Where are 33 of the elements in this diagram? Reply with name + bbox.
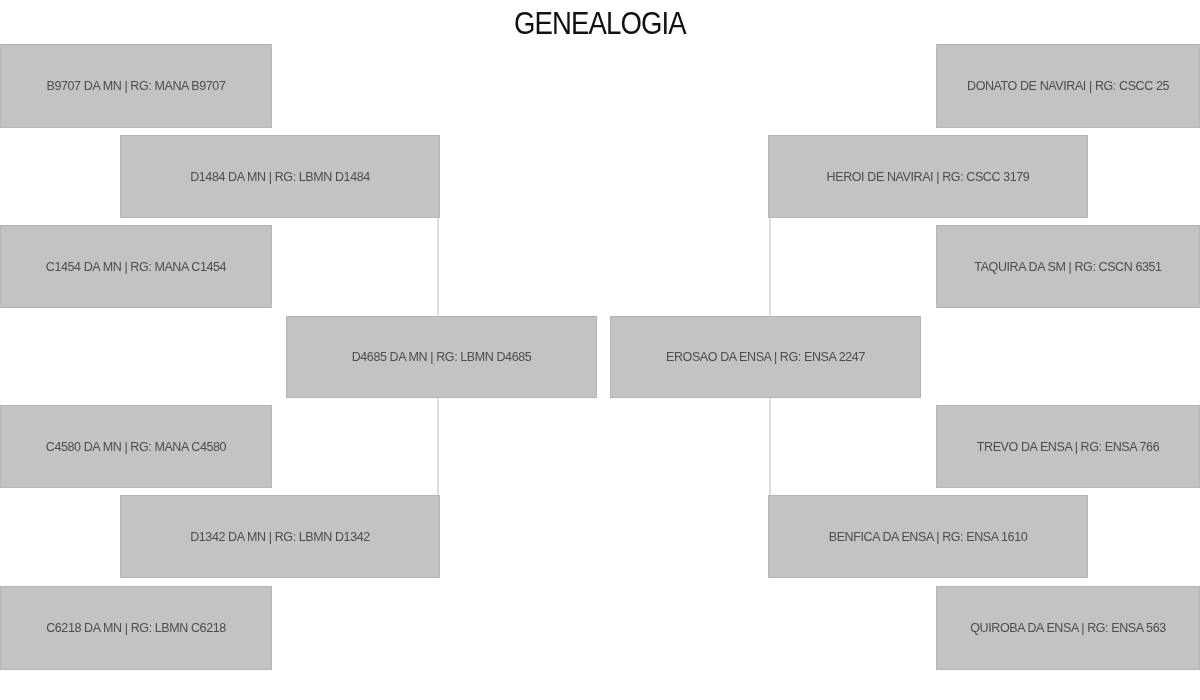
animal-label: EROSAO DA ENSA | RG: ENSA 2247: [666, 350, 865, 364]
animal-label: TREVO DA ENSA | RG: ENSA 766: [976, 439, 1160, 454]
pedigree-box: [0, 586, 272, 670]
connector-line: [437, 397, 439, 496]
pedigree-box: [936, 225, 1200, 308]
animal-label: D1484 DA MN | RG: LBMN D1484: [190, 169, 370, 184]
title: GENEALOGIA: [514, 4, 686, 42]
pedigree-box: [120, 495, 440, 578]
connector-line: [437, 217, 439, 317]
animal-label: D4685 DA MN | RG: LBMN D4685: [351, 350, 532, 364]
animal-label: C6218 DA MN | RG: LBMN C6218: [46, 621, 226, 635]
connector-line: [769, 217, 771, 317]
pedigree-box: [0, 44, 272, 128]
pedigree-box: [936, 586, 1200, 670]
pedigree-box: [0, 225, 272, 308]
animal-label: C1454 DA MN | RG: MANA C1454: [45, 259, 227, 274]
pedigree-box: [936, 405, 1200, 488]
connector-line: [769, 397, 771, 496]
animal-label: DONATO DE NAVIRAI | RG: CSCC 25: [967, 79, 1169, 93]
animal-label: D1342 DA MN | RG: LBMN D1342: [190, 529, 370, 544]
animal-label: QUIROBA DA ENSA | RG: ENSA 563: [970, 621, 1166, 635]
animal-label: BENFICA DA ENSA | RG: ENSA 1610: [828, 529, 1028, 544]
pedigree-box: [768, 135, 1088, 218]
pedigree-box: [286, 316, 597, 398]
pedigree-box: [936, 44, 1200, 128]
pedigree-box: [768, 495, 1088, 578]
animal-label: TAQUIRA DA SM | RG: CSCN 6351: [974, 259, 1162, 274]
pedigree-box: [610, 316, 921, 398]
pedigree-box: [0, 405, 272, 488]
pedigree-box: [120, 135, 440, 218]
animal-label: HEROI DE NAVIRAI | RG: CSCC 3179: [826, 169, 1030, 184]
animal-label: C4580 DA MN | RG: MANA C4580: [45, 439, 227, 454]
animal-label: B9707 DA MN | RG: MANA B9707: [46, 79, 226, 93]
